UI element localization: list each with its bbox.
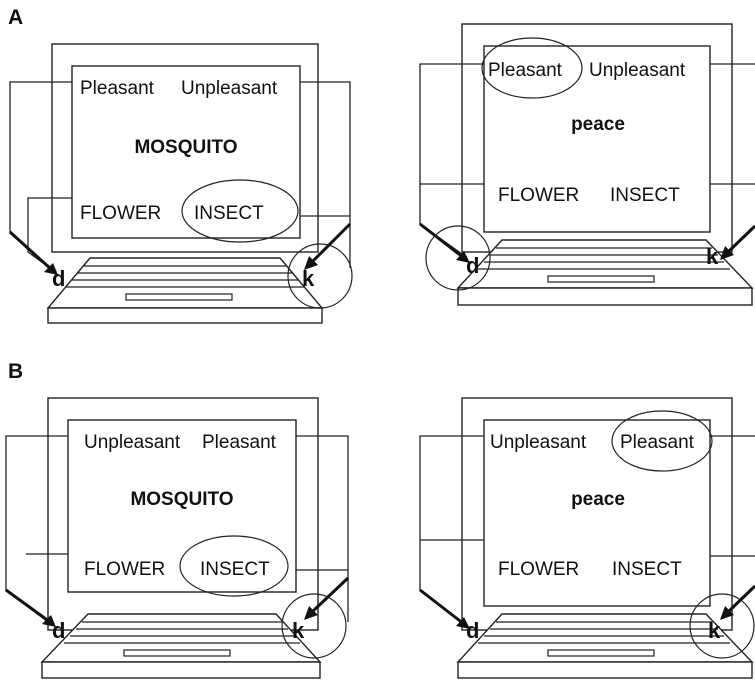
keyboard-front [457, 287, 753, 306]
panel-letter-a: A [8, 6, 23, 29]
stimulus-word: peace [571, 114, 625, 135]
label-bottom-right: INSECT [194, 203, 264, 224]
stimulus-word: MOSQUITO [134, 137, 237, 158]
arrow-left [419, 222, 465, 260]
label-top-right: Pleasant [202, 432, 277, 453]
response-key-circle [287, 243, 353, 309]
key-k: k [706, 244, 719, 269]
label-bottom-left: FLOWER [498, 559, 579, 580]
response-key-circle [689, 593, 755, 659]
label-top-left: Pleasant [80, 78, 155, 99]
trackpad [547, 649, 655, 657]
response-ellipse [181, 179, 299, 243]
trackpad [547, 275, 655, 283]
keyboard-front [47, 307, 323, 324]
monitor-screen [67, 419, 297, 593]
response-ellipse [611, 410, 713, 472]
label-top-right: Unpleasant [589, 60, 686, 81]
arrow-left [419, 588, 465, 626]
trackpad [125, 293, 233, 301]
key-d: d [52, 618, 65, 643]
label-bottom-right: INSECT [610, 185, 680, 206]
label-top-right: Pleasant [620, 432, 695, 453]
label-top-left: Pleasant [488, 60, 563, 81]
arrow-left [5, 588, 51, 624]
label-bottom-right: INSECT [612, 559, 682, 580]
trackpad [123, 649, 231, 657]
laptop-a2: Pleasant Unpleasant peace FLOWER INSECT … [419, 23, 755, 306]
arrow-right [726, 584, 755, 614]
key-d: d [466, 253, 479, 278]
label-top-left: Unpleasant [84, 432, 181, 453]
label-top-right: Unpleasant [181, 78, 278, 99]
response-ellipse [179, 535, 289, 597]
label-bottom-left: FLOWER [498, 185, 579, 206]
monitor-screen [71, 65, 301, 239]
panel-letter-b: B [8, 360, 23, 383]
laptop-b2: Unpleasant Pleasant peace FLOWER INSECT … [419, 397, 755, 679]
response-ellipse [481, 37, 583, 99]
label-top-left: Unpleasant [490, 432, 587, 453]
arrow-right [310, 576, 350, 614]
laptop-b1: Unpleasant Pleasant MOSQUITO FLOWER INSE… [5, 397, 350, 679]
keyboard-front [457, 661, 753, 679]
monitor-screen [483, 419, 711, 607]
key-k: k [708, 618, 721, 643]
response-key-circle [281, 593, 347, 659]
label-bottom-left: FLOWER [80, 203, 161, 224]
arrow-right [726, 224, 755, 254]
key-d: d [466, 618, 479, 643]
keyboard-base [40, 613, 322, 663]
label-bottom-left: FLOWER [84, 559, 165, 580]
key-k: k [292, 618, 305, 643]
label-bottom-right: INSECT [200, 559, 270, 580]
keyboard-front [41, 661, 321, 679]
arrow-right [310, 222, 352, 264]
key-d: d [52, 266, 65, 291]
monitor-screen [483, 45, 711, 233]
response-key-circle [425, 225, 491, 291]
stimulus-word: MOSQUITO [130, 489, 233, 510]
stimulus-word: peace [571, 489, 625, 510]
arrow-left [8, 230, 54, 272]
key-k: k [302, 266, 315, 291]
laptop-a1: Pleasant Unpleasant MOSQUITO FLOWER INSE… [8, 43, 353, 324]
